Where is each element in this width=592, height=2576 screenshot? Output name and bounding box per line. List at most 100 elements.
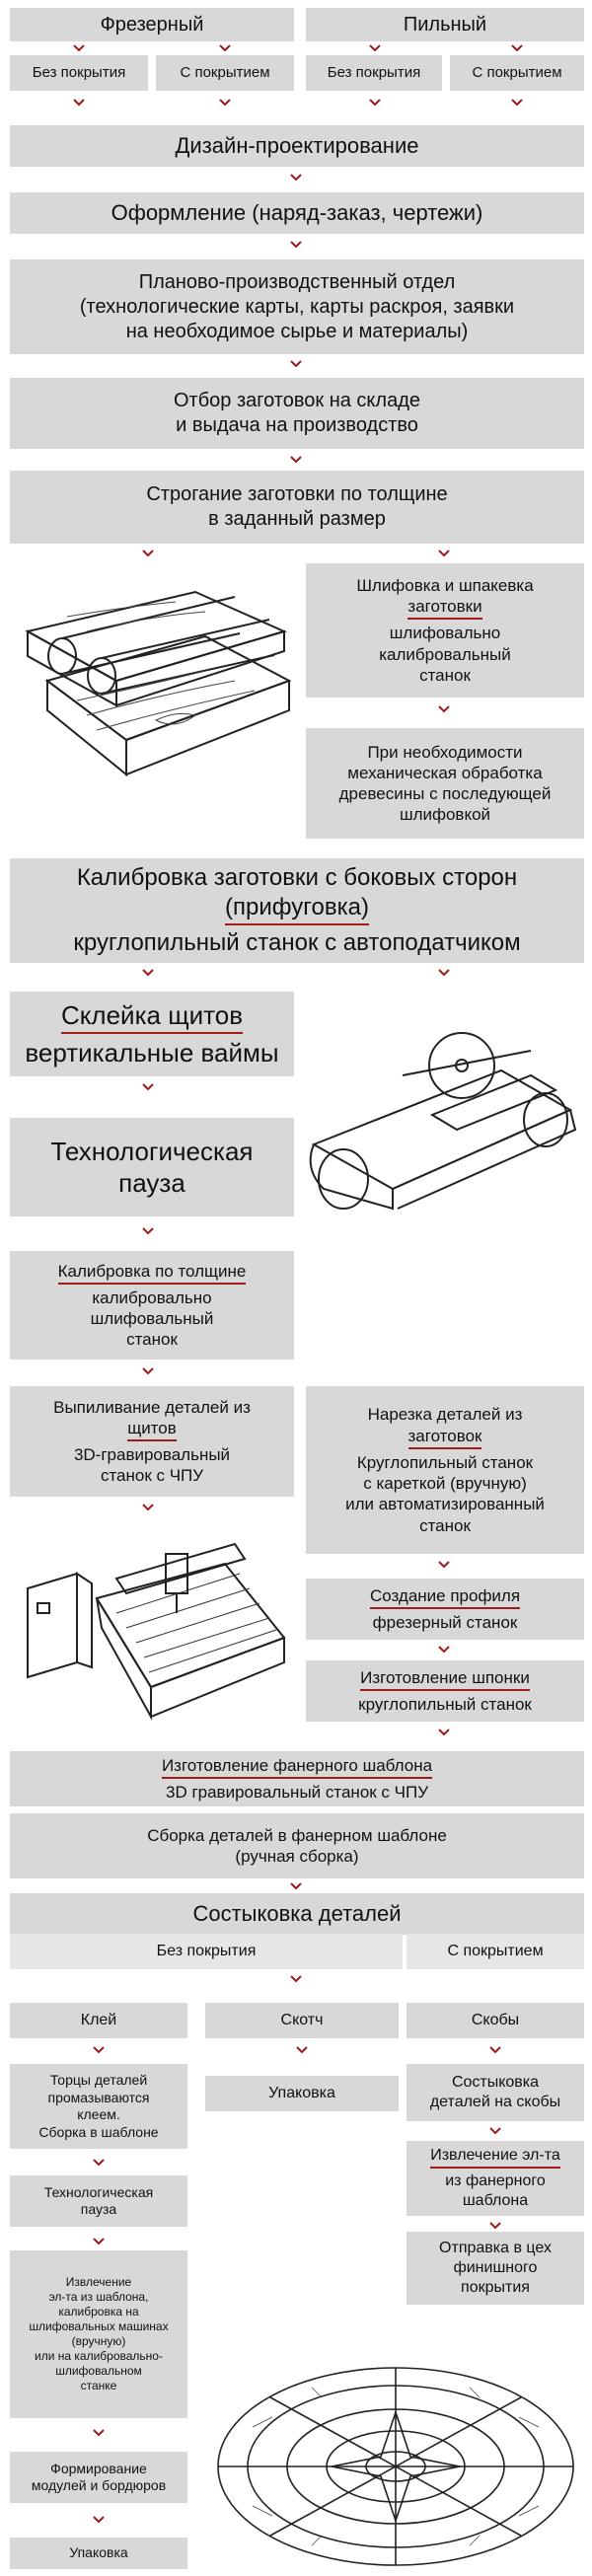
label: Скобы xyxy=(471,2012,520,2028)
chevron-down-icon xyxy=(142,1083,154,1091)
line: Калибровка по толщине xyxy=(57,1261,247,1285)
line: Извлечение эл-та xyxy=(430,2146,560,2169)
line: Состыковка xyxy=(451,2074,540,2091)
chevron-down-icon xyxy=(142,969,154,977)
chevron-down-icon xyxy=(290,174,302,182)
line: вертикальные ваймы xyxy=(25,1038,279,1067)
line: калибровка на xyxy=(58,2305,139,2318)
step-panel-gluing: Склейка щитов вертикальные ваймы xyxy=(10,992,294,1076)
planer-illustration xyxy=(25,590,292,777)
step-design: Дизайн-проектирование xyxy=(10,125,584,167)
line: щитов xyxy=(127,1418,177,1441)
line: Планово-производственный отдел xyxy=(138,270,456,293)
line: промазываются xyxy=(47,2089,150,2105)
line: Формирование xyxy=(50,2460,147,2476)
header-sawing-label: Пильный xyxy=(403,13,487,36)
line: При необходимости xyxy=(367,742,523,762)
step-cutting-from-panels: Выпиливание деталей из щитов 3D-гравиров… xyxy=(10,1386,294,1497)
line: заготовки xyxy=(407,596,482,621)
chevron-down-icon xyxy=(93,2046,105,2054)
line: и выдача на производство xyxy=(176,414,418,436)
step-planning-department: Планово-производственный отдел (технолог… xyxy=(10,259,584,354)
line: Выпиливание деталей из xyxy=(53,1397,251,1417)
circular-saw-illustration xyxy=(309,1032,577,1211)
line: клеем. xyxy=(77,2106,120,2122)
line: круглопильный станок с автоподатчиком xyxy=(73,929,521,956)
chevron-down-icon xyxy=(219,44,231,52)
chevron-down-icon xyxy=(438,1561,450,1569)
line: шлифовальных машинах xyxy=(29,2319,169,2333)
label: Состыковка деталей xyxy=(192,1901,402,1927)
chevron-down-icon xyxy=(489,2046,501,2054)
step-sanding: Шлифовка и шпакевка заготовки шлифовальн… xyxy=(306,563,584,698)
chevron-down-icon xyxy=(511,99,523,107)
label: Без покрытия xyxy=(156,1943,257,1959)
line: Технологическая xyxy=(50,1136,254,1166)
step-profile-creation: Создание профиля фрезерный станок xyxy=(306,1579,584,1640)
line: станок с ЧПУ xyxy=(100,1466,204,1486)
chevron-down-icon xyxy=(438,969,450,977)
header-sawing-with-coating: С покрытием xyxy=(450,55,584,91)
chevron-down-icon xyxy=(93,2429,105,2437)
line: модулей и бордюров xyxy=(31,2477,167,2493)
step-slicing-from-blanks: Нарезка деталей из заготовок Круглопильн… xyxy=(306,1386,584,1554)
step-mechanical-processing: При необходимости механическая обработка… xyxy=(306,728,584,839)
chevron-down-icon xyxy=(296,2046,308,2054)
line: Сборка в шаблоне xyxy=(38,2123,159,2140)
line: станок xyxy=(126,1330,178,1350)
chevron-down-icon xyxy=(438,550,450,557)
method-staples: Скобы xyxy=(407,2003,584,2038)
cnc-machine-illustration xyxy=(27,1542,286,1721)
line: фрезерный станок xyxy=(372,1613,518,1632)
line: Технологическая xyxy=(43,2183,154,2200)
line: (технологические карты, карты раскроя, з… xyxy=(79,295,515,318)
label: Дизайн-проектирование xyxy=(175,133,419,159)
label: Оформление (наряд-заказ, чертежи) xyxy=(111,200,483,226)
line: в заданный размер xyxy=(208,508,386,530)
line: калибровальный xyxy=(379,644,511,664)
step-packing-tape: Упаковка xyxy=(205,2076,399,2111)
line: Отбор заготовок на складе xyxy=(174,390,420,411)
line: станке xyxy=(80,2379,117,2392)
label: Клей xyxy=(80,2012,117,2028)
chevron-down-icon xyxy=(290,241,302,249)
step-paperwork: Оформление (наряд-заказ, чертежи) xyxy=(10,192,584,234)
step-extract-from-template: Извлечение эл-та из фанерного шаблона xyxy=(407,2141,584,2216)
label: Без покрытия xyxy=(327,63,421,81)
line: древесины с последующей xyxy=(338,784,552,803)
line: или автоматизированный xyxy=(345,1495,545,1514)
line: шлифовальный xyxy=(90,1309,214,1328)
step-template-assembly: Сборка деталей в фанерном шаблоне (ручна… xyxy=(10,1813,584,1878)
line: Торцы деталей xyxy=(49,2072,148,2088)
line: Калибровка заготовки с боковых сторон xyxy=(76,864,518,891)
step-send-to-finishing: Отправка в цех финишного покрытия xyxy=(407,2232,584,2305)
label: С покрытием xyxy=(472,63,562,81)
line: калибровально xyxy=(92,1288,212,1307)
line: Шлифовка и шпакевка xyxy=(356,575,534,595)
line: Изготовление фанерного шаблона xyxy=(161,1755,433,1779)
branch-with-coating: С покрытием xyxy=(407,1934,584,1969)
line: (вручную) xyxy=(71,2334,126,2348)
step-tech-pause-glue: Технологическая пауза xyxy=(10,2175,187,2227)
chevron-down-icon xyxy=(142,1504,154,1511)
step-warehouse: Отбор заготовок на складе и выдача на пр… xyxy=(10,378,584,449)
line: (прифуговка) xyxy=(225,893,369,925)
line: заготовок xyxy=(407,1426,482,1449)
line: механическая обработка xyxy=(347,763,543,782)
chevron-down-icon xyxy=(219,99,231,107)
line: покрытия xyxy=(461,2279,530,2296)
line: Сборка деталей в фанерном шаблоне xyxy=(147,1825,447,1845)
chevron-down-icon xyxy=(93,2516,105,2524)
line: пауза xyxy=(118,1168,185,1198)
parquet-rosette-illustration xyxy=(217,2367,574,2566)
label: Упаковка xyxy=(69,2544,128,2561)
chevron-down-icon xyxy=(438,705,450,713)
line: шлифовкой xyxy=(399,805,491,825)
line: шлифовально xyxy=(389,624,501,643)
line: из фанерного xyxy=(445,2172,546,2189)
chevron-down-icon xyxy=(73,99,85,107)
line: круглопильный станок xyxy=(358,1695,532,1714)
line: Нарезка деталей из xyxy=(367,1405,523,1425)
chevron-down-icon xyxy=(142,1227,154,1235)
header-milling-label: Фрезерный xyxy=(100,13,204,36)
